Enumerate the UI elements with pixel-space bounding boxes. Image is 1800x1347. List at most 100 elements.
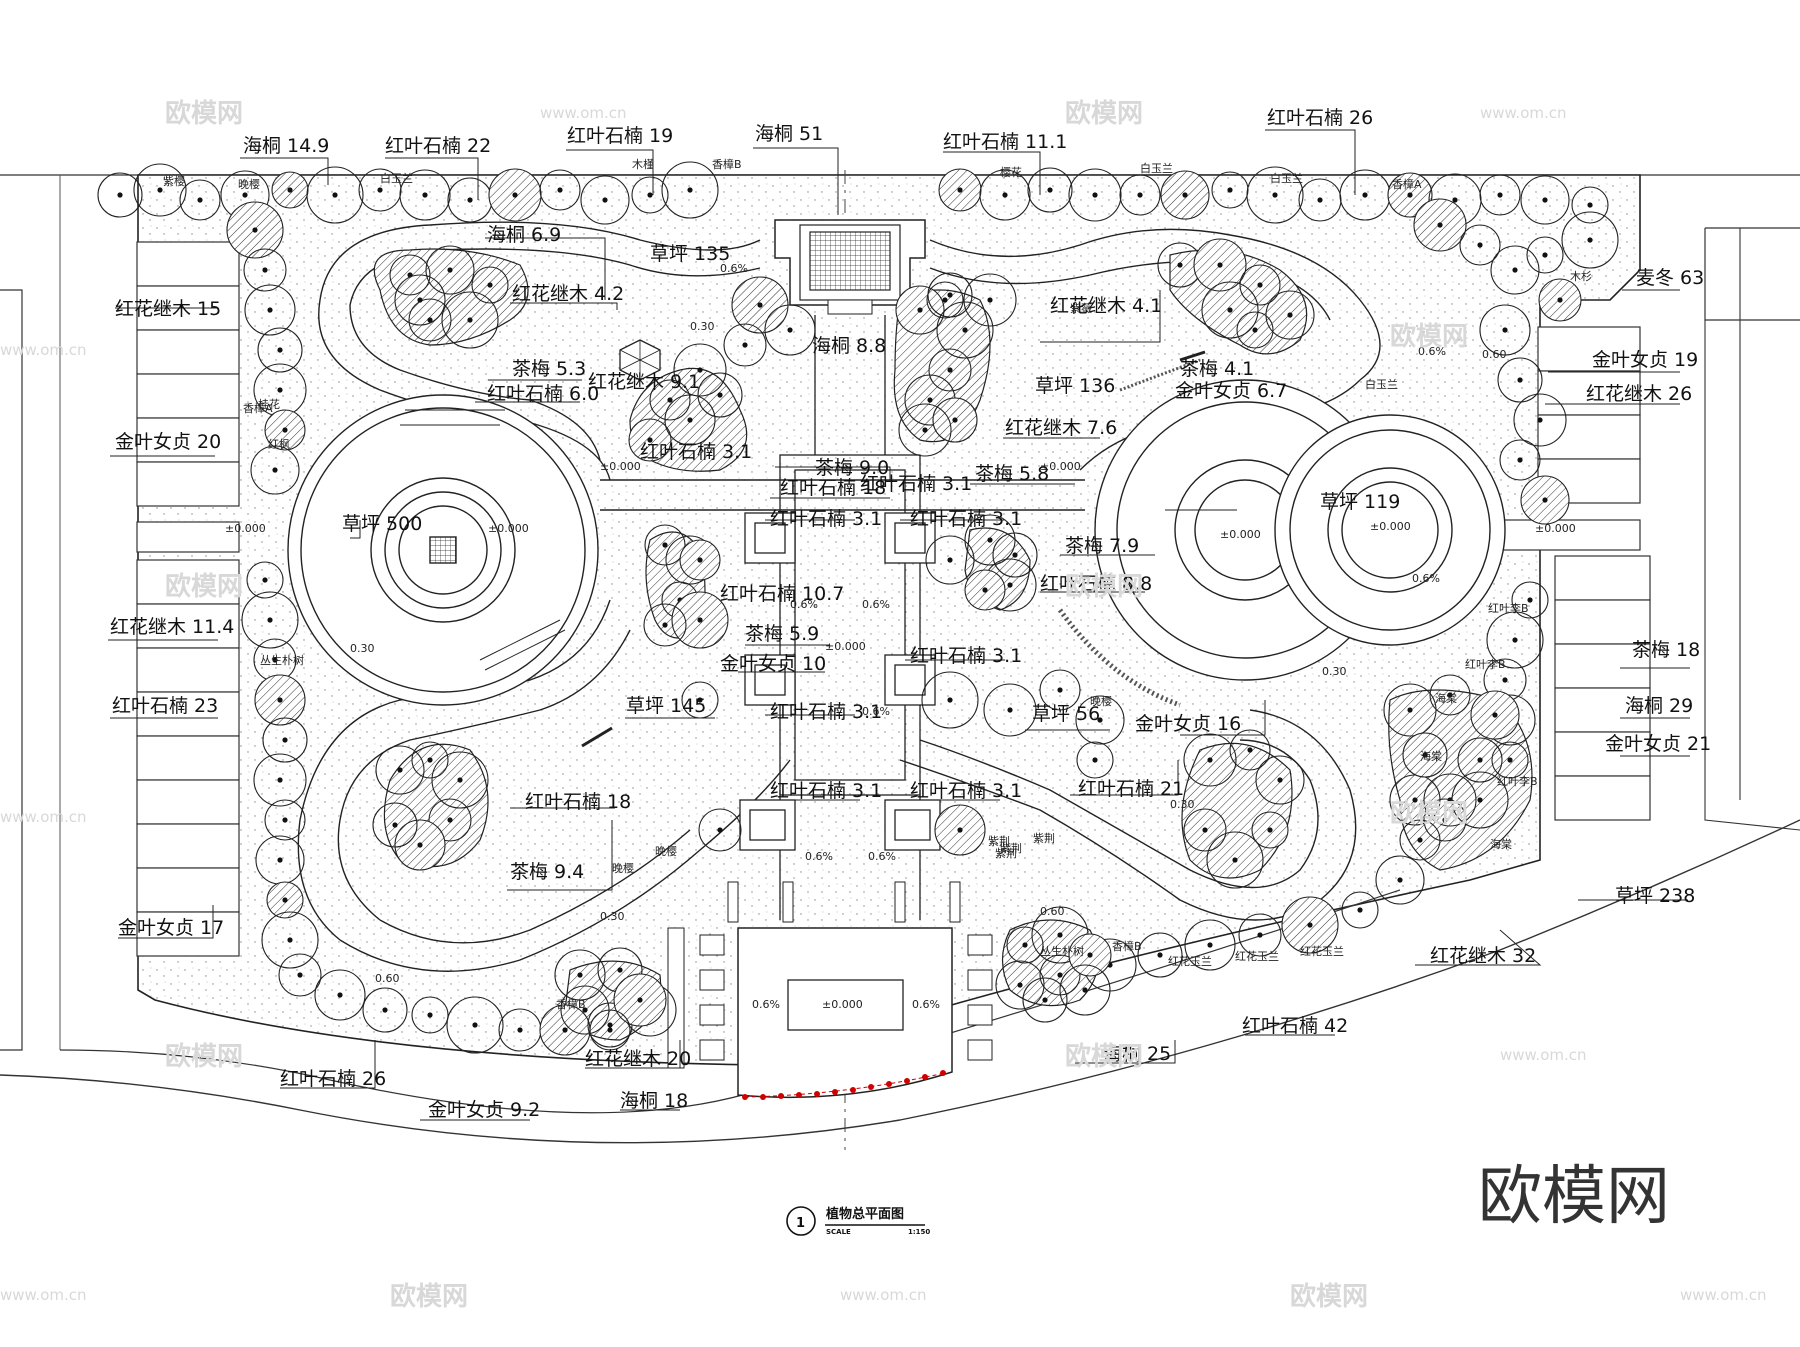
tree-tag: 紫樱: [163, 175, 185, 188]
drawing-title-block: 1 植物总平面图 SCALE 1:150: [786, 1206, 930, 1236]
plant-label: 海桐 14.9: [243, 135, 329, 157]
plant-label: 红叶石楠 3.1: [770, 701, 882, 723]
scale-value: 1:150: [908, 1228, 930, 1236]
entrance-plaza: [667, 881, 993, 1100]
plant-label: 红叶石楠 3.1: [640, 441, 752, 463]
tree-canopy: [1513, 393, 1567, 447]
tree-tag: 香樟B: [712, 157, 742, 171]
tree-canopy: [589, 1009, 631, 1051]
watermark-site: www.om.cn: [840, 1286, 927, 1304]
tree-trunk-dot: [1517, 377, 1523, 383]
plant-label: 草坪 119: [1320, 491, 1400, 513]
tree-tag: 紫荆: [1033, 832, 1055, 845]
tree-canopy: [1183, 808, 1227, 852]
right-circular-plaza: [1057, 358, 1506, 708]
slope-mark: 0.6%: [752, 998, 780, 1011]
tree-trunk-dot: [787, 327, 793, 333]
tree-trunk-dot: [687, 417, 693, 423]
tree-trunk-dot: [602, 197, 608, 203]
tree-trunk-dot: [512, 192, 518, 198]
tree-trunk-dot: [1002, 192, 1008, 198]
tree-trunk-dot: [607, 1027, 613, 1033]
tree-trunk-dot: [117, 192, 123, 198]
drawing-title: 植物总平面图: [825, 1206, 904, 1222]
tree-canopy: [995, 960, 1045, 1010]
tree-trunk-dot: [417, 842, 423, 848]
tree-canopy: [644, 524, 686, 566]
tree-trunk-dot: [457, 777, 463, 783]
tree-trunk-dot: [382, 1007, 388, 1013]
tree-trunk-dot: [1412, 797, 1418, 803]
tree-trunk-dot: [297, 972, 303, 978]
plant-label: 红叶石楠 26: [280, 1068, 386, 1090]
tree-trunk-dot: [267, 617, 273, 623]
tree-trunk-dot: [282, 737, 288, 743]
tree-trunk-dot: [697, 617, 703, 623]
watermark-brand: 欧模网: [390, 1281, 468, 1312]
tree-tag: 海棠: [1420, 749, 1442, 763]
tree-trunk-dot: [1252, 327, 1258, 333]
tree-trunk-dot: [1307, 922, 1313, 928]
tree-canopy: [631, 176, 669, 214]
plant-label: 金叶女贞 20: [115, 431, 221, 453]
tree-canopy: [1423, 798, 1467, 842]
plant-label: 红叶石楠 10.7: [720, 583, 844, 605]
tree-canopy: [1479, 174, 1521, 216]
plant-label: 金叶女贞 10: [720, 653, 826, 675]
plant-label: 金叶女贞 21: [1605, 733, 1711, 755]
tree-canopy: [1491, 741, 1529, 779]
tree-canopy: [262, 717, 308, 763]
tree-canopy: [649, 379, 691, 421]
tree-trunk-dot: [757, 302, 763, 308]
tree-canopy: [1022, 977, 1068, 1023]
plant-label: 红花继木 9.1: [588, 371, 700, 393]
tree-trunk-dot: [427, 757, 433, 763]
tree-trunk-dot: [377, 187, 383, 193]
tree-canopy: [921, 671, 979, 729]
tree-canopy: [992, 532, 1038, 578]
tree-trunk-dot: [1502, 327, 1508, 333]
pavilion: [774, 219, 926, 315]
tree-tag: 红枫: [268, 437, 290, 451]
tree-trunk-dot: [1007, 707, 1013, 713]
tree-trunk-dot: [667, 397, 673, 403]
plant-label: 海桐 29: [1625, 695, 1693, 717]
plant-label: 海桐 6.9: [487, 224, 561, 246]
tree-tag: 桂花: [258, 397, 280, 411]
tree-trunk-dot: [577, 972, 583, 978]
tree-trunk-dot: [1217, 262, 1223, 268]
tree-canopy: [643, 603, 687, 647]
tree-canopy: [925, 535, 975, 585]
tree-canopy: [1119, 174, 1161, 216]
tree-trunk-dot: [242, 192, 248, 198]
tree-trunk-dot: [1092, 192, 1098, 198]
elevation-mark: ±0.000: [1040, 460, 1081, 473]
elevation-mark: ±0.000: [1535, 522, 1576, 535]
tree-trunk-dot: [582, 1007, 588, 1013]
slope-mark: 0.6%: [790, 598, 818, 611]
tree-trunk-dot: [697, 697, 703, 703]
tree-canopy: [1039, 669, 1081, 711]
tree-canopy: [1571, 186, 1609, 224]
tree-canopy: [1027, 167, 1073, 213]
tree-tag: 樱花: [1000, 166, 1022, 179]
tree-trunk-dot: [1047, 187, 1053, 193]
tree-trunk-dot: [1417, 837, 1423, 843]
tree-canopy: [306, 166, 364, 224]
tree-trunk-dot: [1447, 692, 1453, 698]
drawing-number-circle: [786, 1206, 816, 1236]
tree-canopy: [408, 298, 452, 342]
tree-trunk-dot: [557, 187, 563, 193]
plant-label: 红叶石楠 42: [1242, 1015, 1348, 1037]
tree-trunk-dot: [1497, 192, 1503, 198]
tree-trunk-dot: [1082, 987, 1088, 993]
tree-trunk-dot: [1057, 932, 1063, 938]
tree-trunk-dot: [472, 1022, 478, 1028]
plant-label: 茶梅 5.8: [975, 463, 1049, 485]
tree-tag: 紫荆: [1000, 842, 1022, 855]
spot-height: 0.30: [1322, 665, 1347, 678]
plant-label: 红叶石楠 3.1: [910, 645, 1022, 667]
spot-height: 0.30: [600, 910, 625, 923]
plant-label: 金叶女贞 6.7: [1175, 380, 1287, 402]
tree-canopy: [278, 953, 322, 997]
